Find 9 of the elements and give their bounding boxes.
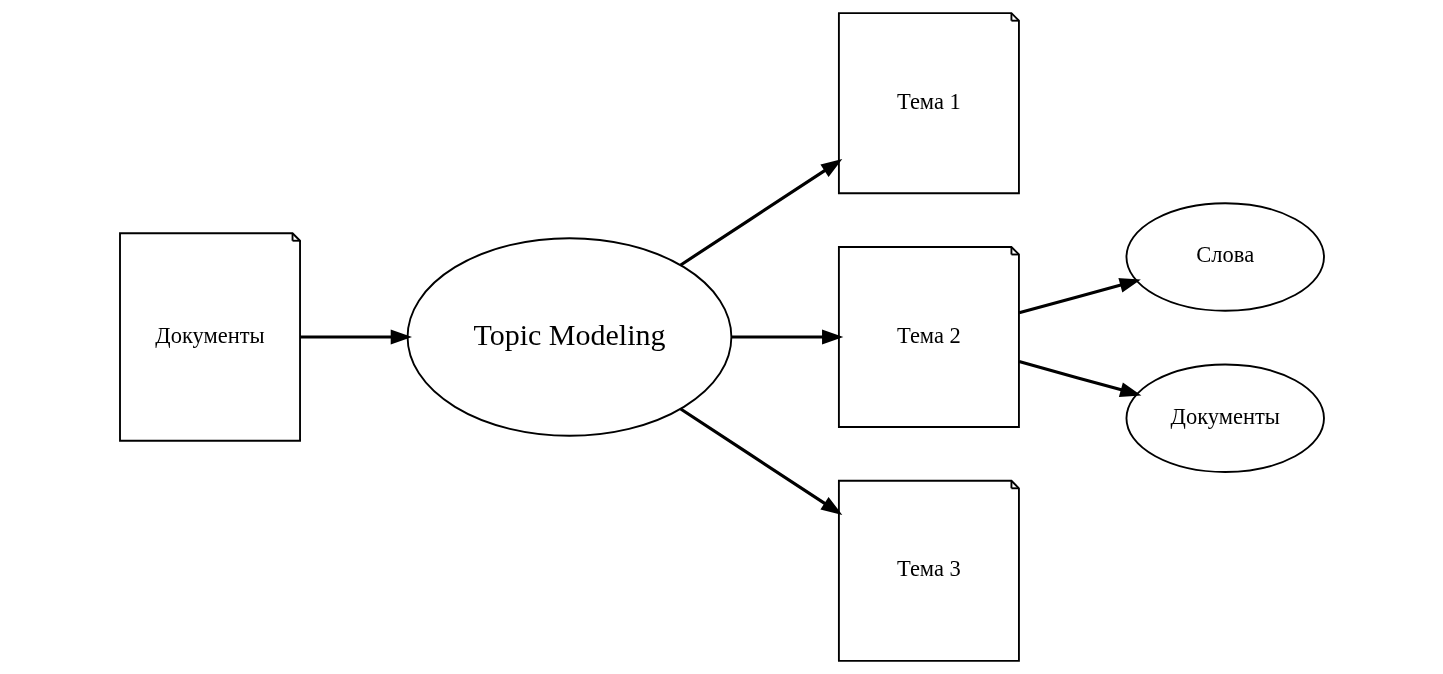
arrow bbox=[1018, 278, 1141, 315]
node-ellipse: Topic Modeling bbox=[406, 237, 732, 437]
arrow bbox=[299, 329, 412, 345]
arrow bbox=[679, 159, 842, 267]
arrow bbox=[679, 407, 842, 515]
node-ellipse: Документы bbox=[1125, 363, 1325, 473]
arrow bbox=[1018, 360, 1141, 397]
node-ellipse: Слова bbox=[1125, 202, 1325, 312]
arrow bbox=[730, 329, 843, 345]
